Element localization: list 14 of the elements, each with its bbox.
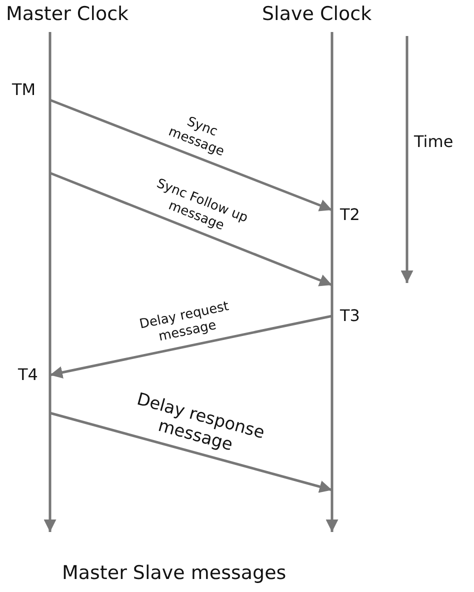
message-arrow bbox=[50, 172, 332, 286]
timestamp-label: T4 bbox=[18, 365, 38, 385]
message-arrow bbox=[50, 412, 332, 493]
timestamp-label: TM bbox=[12, 80, 36, 100]
lifeline-title: Slave Clock bbox=[262, 2, 372, 26]
axis-label: Time bbox=[414, 132, 454, 152]
timestamp-label: T2 bbox=[340, 205, 360, 225]
timestamp-label: T3 bbox=[340, 306, 360, 326]
lifeline-title: Master Clock bbox=[6, 2, 129, 26]
caption: Master Slave messages bbox=[62, 562, 286, 584]
edge-label: Delay request message bbox=[138, 298, 232, 347]
edge-label: Delay response message bbox=[133, 388, 268, 458]
message-arrow bbox=[50, 314, 332, 379]
message-arrow bbox=[50, 98, 332, 212]
